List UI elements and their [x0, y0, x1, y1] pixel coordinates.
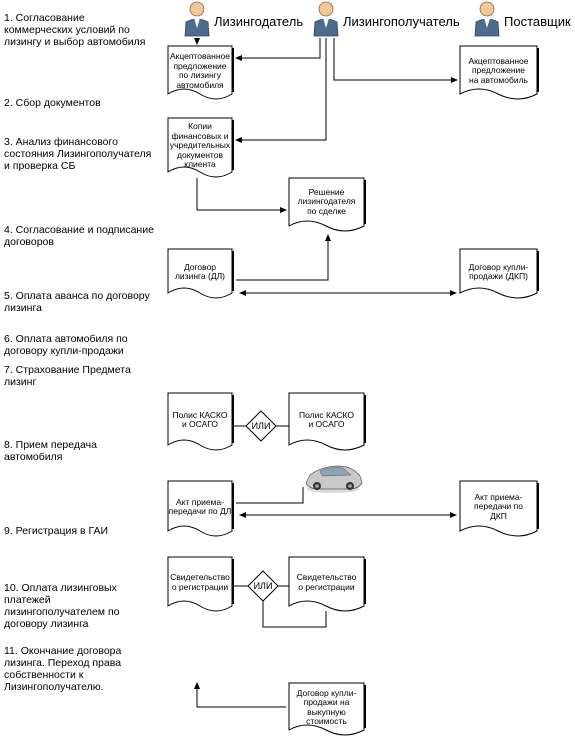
step-7-label: 7. Страхование Предмета лизинг	[4, 364, 131, 388]
connector-copies-decision	[196, 178, 287, 213]
step-4-label: 4. Согласование и подписание договоров	[4, 224, 154, 248]
doc-copies: Копии финансовых и учредительных докумен…	[169, 121, 231, 170]
connector-buyout	[194, 682, 286, 708]
actor-lessor-label: Лизингодатель	[214, 14, 304, 29]
doc-shape-registration-1	[167, 556, 233, 612]
doc-kasko-2: Полис КАСКО и ОСАГО	[298, 409, 354, 429]
doc-shape-act-dl	[167, 480, 233, 537]
lessor-person-icon	[184, 1, 210, 37]
actor-lessee-label: Лизингополучатель	[343, 14, 460, 29]
doc-registration-2: Свидетельство о регистрации	[296, 572, 357, 592]
step-11-label: 11. Окончание договора лизинга. Переход …	[4, 645, 122, 693]
doc-shape-lease-contract	[167, 248, 233, 299]
step-2-label: 2. Сбор документов	[4, 97, 101, 109]
doc-buyout-contract: Договор купли- продажи на выкупную стоим…	[296, 687, 357, 726]
connector-reg-bottom	[262, 601, 327, 628]
doc-accepted-lessor: Акцептованное предложение по лизингу авт…	[169, 51, 230, 90]
or-diamond-insurance	[245, 410, 277, 442]
doc-shape-purchase-contract	[459, 248, 538, 299]
doc-shape-accepted-lessor	[167, 45, 233, 100]
car-icon	[305, 465, 363, 493]
connector-lessee-lessor	[235, 38, 321, 61]
doc-shape-kasko-2	[288, 392, 365, 451]
connector-lessee-copies	[235, 38, 327, 143]
doc-registration-1: Свидетельство о регистрации	[170, 572, 230, 592]
step-6-label: 6. Оплата автомобиля по договору купли-п…	[4, 333, 128, 357]
doc-shape-kasko-1	[167, 392, 233, 451]
doc-shape-decision	[288, 177, 365, 232]
actor-supplier-label: Поставщик	[504, 14, 571, 29]
doc-purchase-contract: Договор купли- продажи (ДКП)	[468, 261, 529, 281]
supplier-person-icon	[474, 1, 500, 37]
or-label-insurance: ИЛИ	[251, 421, 271, 431]
connector-lessee-supplier	[333, 38, 458, 83]
or-label-registration: ИЛИ	[253, 581, 273, 591]
step-10-label: 10. Оплата лизинговых платежей лизингопо…	[4, 582, 120, 630]
step-9-label: 9. Регистрация в ГАИ	[4, 525, 109, 537]
step-3-label: 3. Анализ финансового состояния Лизингоп…	[4, 136, 152, 172]
doc-shape-copies	[167, 117, 233, 178]
step-8-label: 8. Прием передача автомобиля	[4, 439, 97, 463]
doc-act-dkp: Акт приема- передачи по ДКП	[474, 491, 523, 521]
doc-accepted-supplier: Акцептованное предложение на автомобиль	[468, 55, 529, 85]
doc-shape-accepted-supplier	[459, 45, 538, 100]
doc-shape-act-dkp	[459, 480, 538, 537]
lessee-person-icon	[313, 1, 339, 37]
step-5-label: 5. Оплата аванса по договору лизинга	[4, 290, 150, 314]
step-1-label: 1. Согласование коммерческих условий по …	[4, 12, 146, 48]
connector-act-dl-car	[236, 487, 304, 504]
doc-shape-buyout-contract	[288, 682, 365, 736]
doc-act-dl: Акт приема- передачи по ДЛ	[168, 496, 232, 516]
doc-decision: Решение лизингодателя по сделке	[297, 186, 356, 216]
connector-lease-decision	[236, 234, 331, 281]
doc-kasko-1: Полис КАСКО и ОСАГО	[172, 409, 228, 429]
doc-shape-registration-2	[288, 556, 365, 612]
doc-lease-contract: Договор лизинга (ДЛ)	[174, 261, 226, 281]
